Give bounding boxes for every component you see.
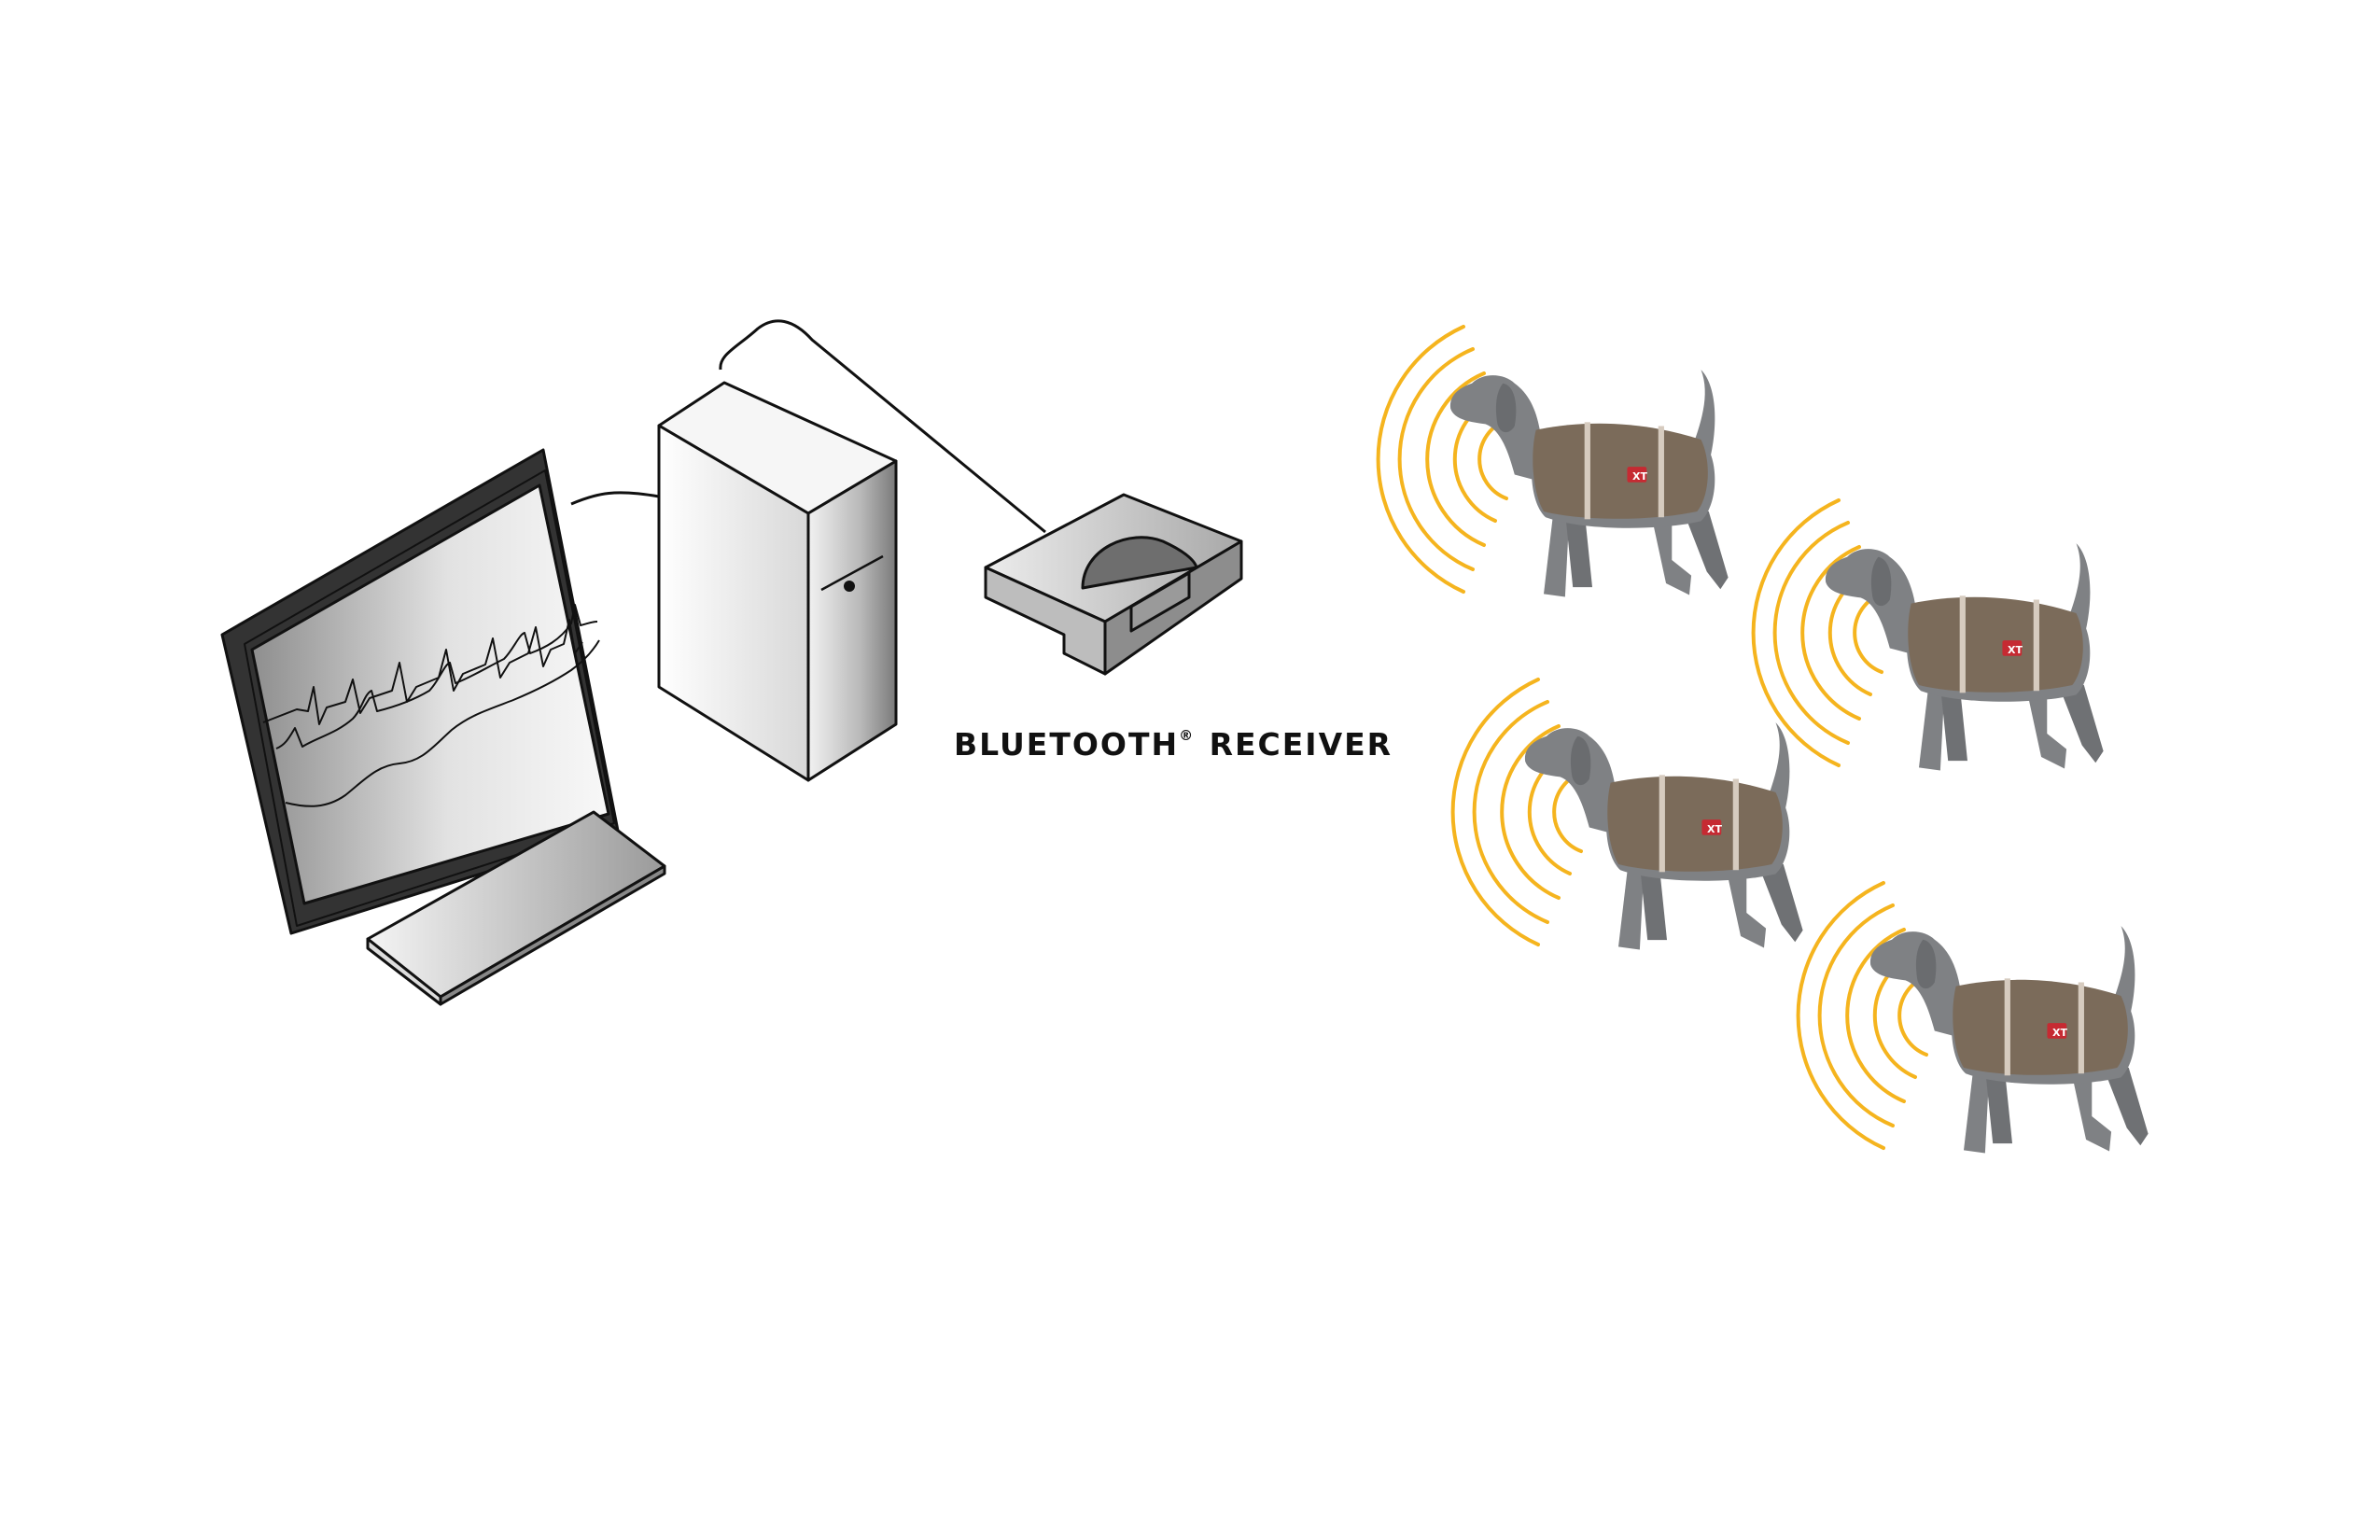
svg-text:XT: XT <box>2052 1027 2067 1039</box>
ecg-waveform <box>262 619 583 725</box>
dog-with-vest-icon <box>1449 370 1729 597</box>
signal-wave-icon <box>1376 325 1508 594</box>
svg-text:XT: XT <box>1632 470 1647 483</box>
label-suffix: RECEIVER <box>1209 726 1393 763</box>
svg-text:XT: XT <box>1707 823 1722 835</box>
tower-pc-icon <box>657 381 898 782</box>
dog-with-vest-icon <box>1524 722 1803 950</box>
dog-with-vest-1: XT <box>1376 325 1729 597</box>
bluetooth-receiver-icon <box>984 493 1243 676</box>
keyboard-icon <box>366 810 666 1006</box>
connection-cables <box>570 319 1046 534</box>
pressure-waveform <box>275 604 598 749</box>
dog-with-vest-icon <box>1825 543 2104 771</box>
signal-wave-icon <box>1450 678 1583 946</box>
dog-with-vest-2: XT <box>1751 498 2104 771</box>
dog-with-vest-4: XT <box>1796 881 2149 1154</box>
dog-with-vest-icon <box>1869 926 2149 1154</box>
bluetooth-receiver-label: BLUETOOTH® RECEIVER <box>954 726 1393 763</box>
drive-slot <box>820 554 884 592</box>
power-button <box>844 581 855 592</box>
label-main: BLUETOOTH <box>954 726 1180 763</box>
signal-wave-icon <box>1796 881 1928 1150</box>
receiver-cable <box>719 319 1046 534</box>
signal-wave-icon <box>1751 498 1883 767</box>
monitor-icon <box>220 448 620 935</box>
dog-with-vest-3: XT <box>1450 678 1803 950</box>
registered-mark: ® <box>1179 727 1196 744</box>
receiver-window <box>1081 536 1198 590</box>
svg-text:XT: XT <box>2008 644 2023 656</box>
respiration-waveform <box>285 639 600 807</box>
monitor-cable <box>570 491 660 506</box>
